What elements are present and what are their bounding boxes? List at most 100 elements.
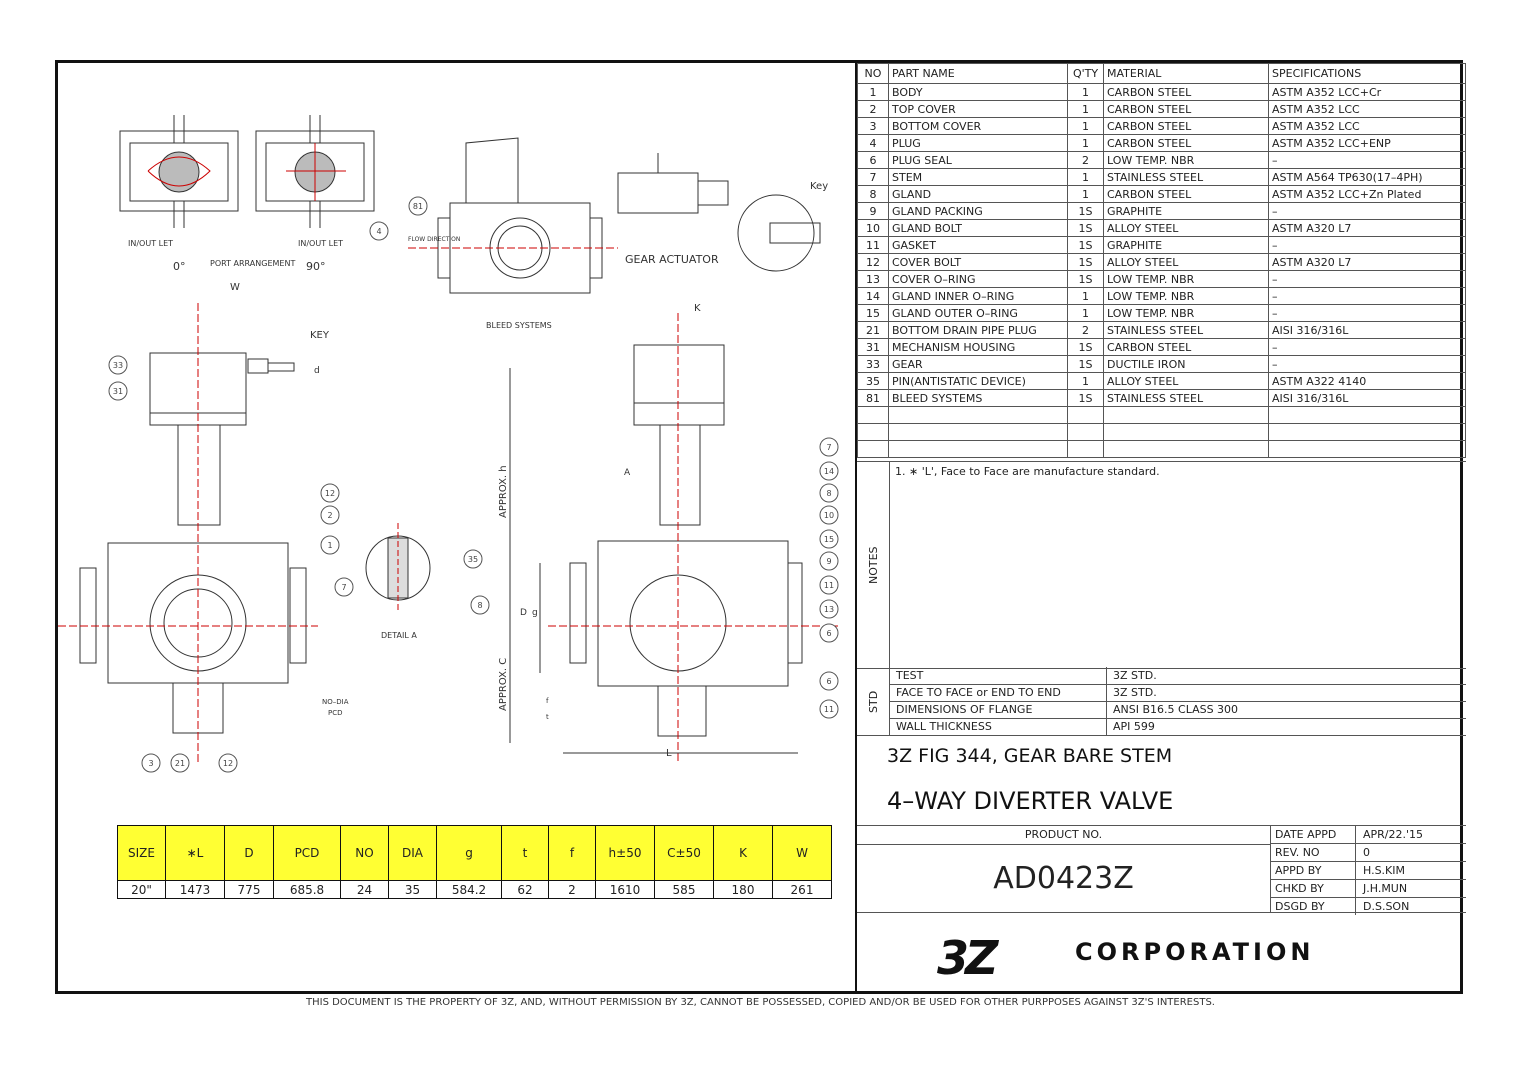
dim-value: 62 <box>501 880 549 899</box>
label-dim-d: d <box>314 366 320 376</box>
parts-cell-no: 11 <box>857 236 889 254</box>
parts-cell-name: GLAND OUTER O–RING <box>888 304 1068 322</box>
notes-section: NOTES 1. ∗ 'L', Face to Face are manufac… <box>857 461 1466 669</box>
parts-cell-qty: 1 <box>1067 372 1104 390</box>
parts-cell-material <box>1103 406 1269 424</box>
parts-cell-no: 9 <box>857 202 889 220</box>
balloon-number: 11 <box>824 581 834 590</box>
parts-cell-name: COVER BOLT <box>888 253 1068 271</box>
approval-value: 0 <box>1363 846 1370 859</box>
balloon-number: 33 <box>113 361 123 370</box>
dim-header: f <box>548 825 596 881</box>
parts-cell-qty: 2 <box>1067 151 1104 169</box>
dim-header: C±50 <box>654 825 714 881</box>
parts-cell-qty <box>1067 406 1104 424</box>
dim-value: 585 <box>654 880 714 899</box>
parts-cell-qty: 1 <box>1067 83 1104 101</box>
parts-cell-material: ALLOY STEEL <box>1103 253 1269 271</box>
balloon: 31 <box>108 381 128 401</box>
parts-cell-name: PIN(ANTISTATIC DEVICE) <box>888 372 1068 390</box>
label-deg0: 0° <box>173 260 186 273</box>
balloon: 7 <box>819 437 839 457</box>
parts-cell-no: 12 <box>857 253 889 271</box>
dim-value: 685.8 <box>273 880 341 899</box>
balloon: 33 <box>108 355 128 375</box>
approval-key: DSGD BY <box>1275 900 1325 913</box>
balloon: 81 <box>408 196 428 216</box>
dim-header: h±50 <box>595 825 655 881</box>
dim-value: 35 <box>388 880 437 899</box>
approval-key: DATE APPD <box>1275 828 1337 841</box>
dim-value: 775 <box>224 880 274 899</box>
parts-cell-name <box>888 406 1068 424</box>
dim-value: 180 <box>713 880 773 899</box>
parts-cell-name: MECHANISM HOUSING <box>888 338 1068 356</box>
balloon-number: 10 <box>824 511 834 520</box>
parts-cell-name: GLAND BOLT <box>888 219 1068 237</box>
parts-cell-no <box>857 406 889 424</box>
header-no: NO <box>857 63 889 84</box>
parts-cell-material: GRAPHITE <box>1103 236 1269 254</box>
parts-list-table: NO PART NAME Q'TY MATERIAL SPECIFICATION… <box>857 63 1466 458</box>
parts-cell-spec: ASTM A352 LCC+ENP <box>1268 134 1466 152</box>
dim-header: DIA <box>388 825 437 881</box>
dim-header: SIZE <box>117 825 166 881</box>
parts-cell-name <box>888 423 1068 441</box>
dim-header: W <box>772 825 832 881</box>
approval-value: J.H.MUN <box>1363 882 1408 895</box>
std-value: 3Z STD. <box>1113 669 1157 682</box>
balloon-number: 21 <box>175 759 185 768</box>
balloon-number: 6 <box>826 629 831 638</box>
label-no-dia: NO–DIA <box>322 698 349 706</box>
parts-cell-spec <box>1268 423 1466 441</box>
balloon-number: 2 <box>327 511 332 520</box>
parts-cell-material <box>1103 423 1269 441</box>
header-qty: Q'TY <box>1067 63 1104 84</box>
notes-label: NOTES <box>867 546 880 584</box>
balloon-number: 4 <box>376 227 381 236</box>
balloon-number: 8 <box>477 601 482 610</box>
parts-row <box>857 423 1466 441</box>
label-deg90: 90° <box>306 260 326 273</box>
parts-row <box>857 406 1466 424</box>
parts-cell-no: 15 <box>857 304 889 322</box>
valve-section-view <box>509 313 838 763</box>
parts-cell-spec: – <box>1268 236 1466 254</box>
dim-value: 1610 <box>595 880 655 899</box>
balloon: 6 <box>819 623 839 643</box>
parts-cell-no: 35 <box>857 372 889 390</box>
label-dim-D: D <box>520 608 527 618</box>
parts-cell-spec: ASTM A352 LCC <box>1268 100 1466 118</box>
balloon-number: 9 <box>826 557 831 566</box>
label-approx-h: APPROX. h <box>498 465 509 518</box>
approval-key: APPD BY <box>1275 864 1322 877</box>
parts-cell-spec: ASTM A352 LCC+Cr <box>1268 83 1466 101</box>
drawing-frame <box>55 60 1463 994</box>
balloon: 11 <box>819 575 839 595</box>
parts-row <box>857 440 1466 458</box>
balloon-number: 8 <box>826 489 831 498</box>
balloon-number: 3 <box>148 759 153 768</box>
balloon-number: 11 <box>824 705 834 714</box>
dim-value: 261 <box>772 880 832 899</box>
balloon-number: 12 <box>223 759 233 768</box>
balloon: 4 <box>369 221 389 241</box>
balloon-number: 13 <box>824 605 834 614</box>
parts-cell-material <box>1103 440 1269 458</box>
parts-cell-qty: 1S <box>1067 270 1104 288</box>
balloon-number: 14 <box>824 467 834 476</box>
drawing-title-line1: 3Z FIG 344, GEAR BARE STEM <box>887 745 1173 767</box>
balloon: 8 <box>470 595 490 615</box>
parts-cell-name: GLAND INNER O–RING <box>888 287 1068 305</box>
parts-cell-name <box>888 440 1068 458</box>
